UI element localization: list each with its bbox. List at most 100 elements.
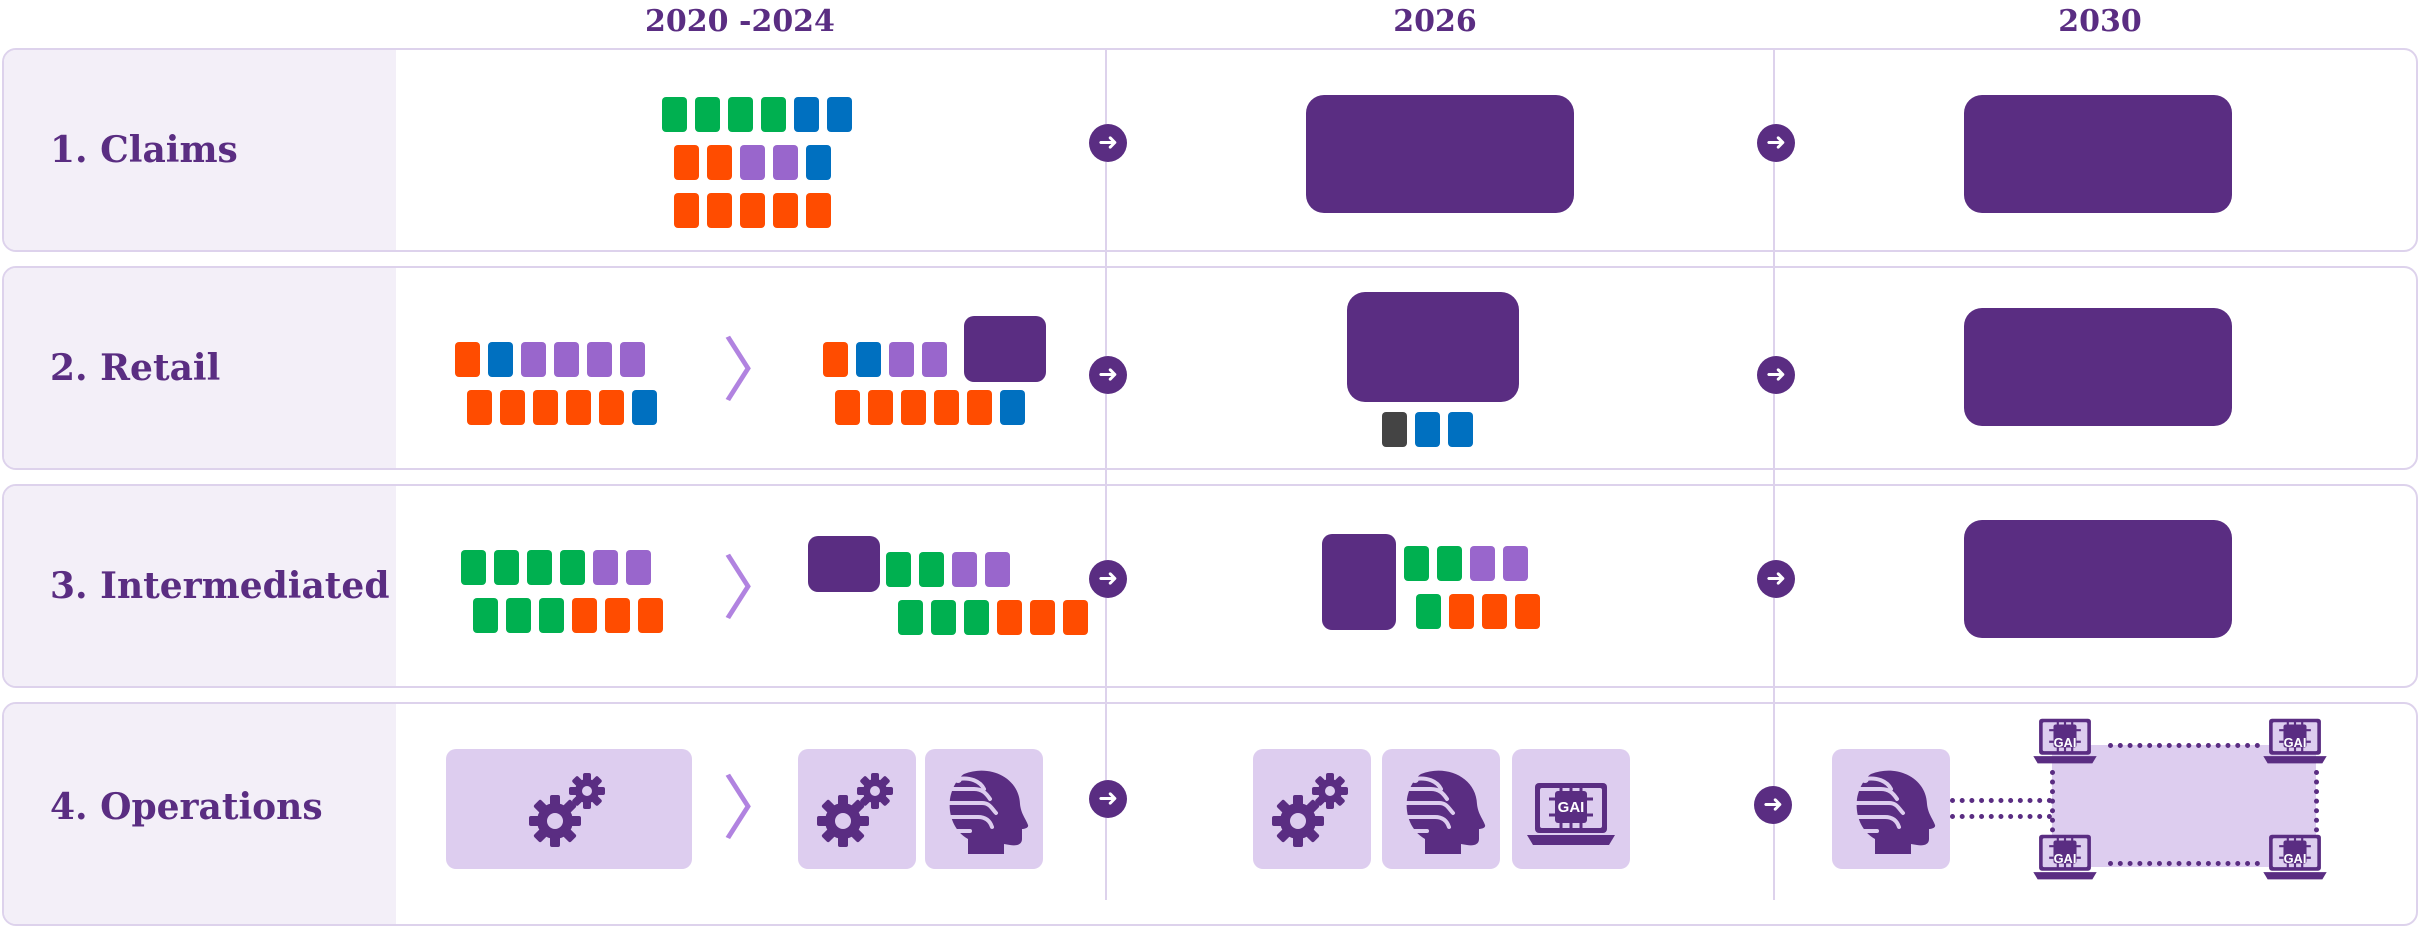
row-label: 1. Claims	[50, 129, 238, 171]
process-square	[922, 342, 947, 377]
process-square	[1515, 594, 1540, 629]
gears-icon	[519, 759, 619, 859]
process-square	[761, 97, 786, 132]
process-square	[985, 552, 1010, 587]
connector-dots	[2108, 743, 2260, 748]
process-square	[560, 550, 585, 585]
process-square	[605, 598, 630, 633]
process-square	[572, 598, 597, 633]
process-square	[632, 390, 657, 425]
process-square	[868, 390, 893, 425]
laptop-chip-icon: GAI	[2252, 826, 2338, 898]
row-intermediated: 3. Intermediated	[2, 484, 2418, 688]
process-square	[934, 390, 959, 425]
process-square	[931, 600, 956, 635]
arrow-right-circle-icon: ➜	[1757, 356, 1795, 394]
process-square	[566, 390, 591, 425]
consolidated-block	[1964, 95, 2232, 213]
consolidated-block	[1306, 95, 1574, 213]
process-square	[638, 598, 663, 633]
gears-icon	[807, 759, 907, 859]
process-square	[997, 600, 1022, 635]
consolidated-block	[1964, 308, 2232, 426]
chevron-right-icon: 〉	[722, 768, 792, 850]
ai-tile	[1832, 749, 1950, 869]
gai-label: GAI	[1558, 799, 1585, 816]
process-square	[898, 600, 923, 635]
process-square	[806, 193, 831, 228]
process-square	[1415, 412, 1440, 447]
row-label-panel: 1. Claims	[4, 50, 396, 250]
process-square	[964, 600, 989, 635]
process-square	[467, 390, 492, 425]
arrow-right-circle-icon: ➜	[1089, 124, 1127, 162]
process-square	[695, 97, 720, 132]
process-square	[740, 145, 765, 180]
column-header-2030: 2030	[2058, 4, 2142, 39]
chevron-right-icon: 〉	[722, 548, 792, 630]
process-square	[886, 552, 911, 587]
process-square	[773, 193, 798, 228]
process-square	[773, 145, 798, 180]
process-square	[488, 342, 513, 377]
chevron-right-icon: 〉	[722, 330, 792, 412]
partial-block	[808, 536, 880, 592]
process-square	[1000, 390, 1025, 425]
process-square	[473, 598, 498, 633]
process-square	[1063, 600, 1088, 635]
connector-dots	[2050, 770, 2055, 842]
gai-tile: GAI	[1512, 749, 1630, 869]
process-square	[1449, 594, 1474, 629]
process-square	[794, 97, 819, 132]
process-square	[1382, 412, 1407, 447]
process-square	[952, 552, 977, 587]
row-label-panel: 4. Operations	[4, 704, 396, 924]
process-square	[494, 550, 519, 585]
arrow-right-circle-icon: ➜	[1089, 560, 1127, 598]
process-square	[1416, 594, 1441, 629]
automation-tile	[798, 749, 916, 869]
connector-dots	[2108, 861, 2260, 866]
process-square	[919, 552, 944, 587]
connector-dots	[2314, 770, 2319, 842]
process-square	[707, 193, 732, 228]
ai-head-icon	[1841, 759, 1941, 859]
process-square	[500, 390, 525, 425]
row-retail: 2. Retail	[2, 266, 2418, 470]
process-square	[835, 390, 860, 425]
automation-tile	[1253, 749, 1371, 869]
gai-label: GAI	[2054, 735, 2077, 750]
process-square	[527, 550, 552, 585]
automation-tile	[446, 749, 692, 869]
process-square	[455, 342, 480, 377]
process-square	[554, 342, 579, 377]
process-square	[461, 550, 486, 585]
column-header-2020-2024: 2020 -2024	[645, 4, 835, 39]
process-square	[1437, 546, 1462, 581]
process-square	[1503, 546, 1528, 581]
process-square	[823, 342, 848, 377]
consolidated-block	[1964, 520, 2232, 638]
process-square	[901, 390, 926, 425]
divider-2030	[1773, 50, 1775, 900]
partial-block	[1322, 534, 1396, 630]
row-label-panel: 3. Intermediated	[4, 486, 396, 686]
process-square	[533, 390, 558, 425]
gears-icon	[1262, 759, 1362, 859]
process-square	[967, 390, 992, 425]
divider-2026	[1105, 50, 1107, 900]
process-square	[806, 145, 831, 180]
arrow-right-circle-icon: ➜	[1089, 780, 1127, 818]
process-square	[728, 97, 753, 132]
column-header-2026: 2026	[1393, 4, 1477, 39]
process-square	[599, 390, 624, 425]
gai-label: GAI	[2284, 735, 2307, 750]
row-label: 4. Operations	[50, 786, 323, 828]
connector-dots	[1950, 814, 2052, 819]
ai-head-icon	[1391, 759, 1491, 859]
process-square	[740, 193, 765, 228]
process-square	[626, 550, 651, 585]
process-square	[1030, 600, 1055, 635]
process-square	[593, 550, 618, 585]
ai-head-icon	[934, 759, 1034, 859]
